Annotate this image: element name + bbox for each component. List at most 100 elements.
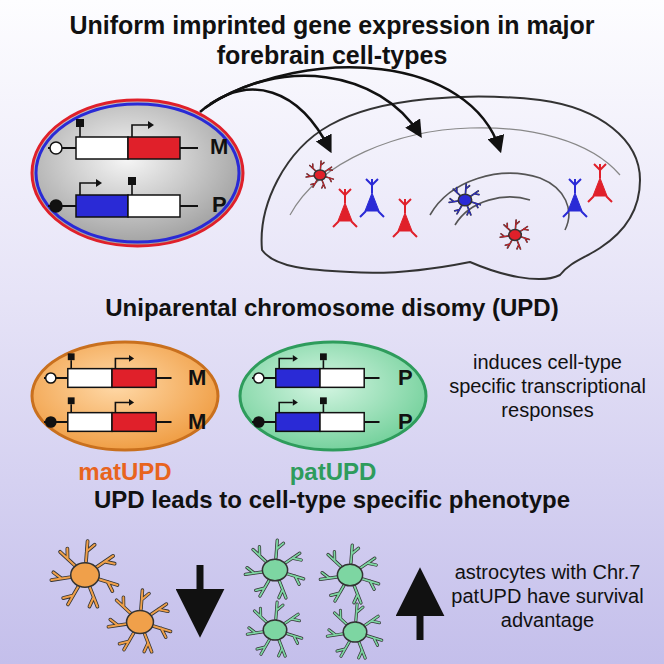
astrocyte-process — [320, 573, 338, 580]
astrocyte-process — [359, 642, 366, 658]
astrocyte-process — [470, 191, 479, 196]
cell-shape — [30, 340, 220, 452]
gene-box — [68, 413, 112, 432]
astrocyte-process — [286, 633, 302, 643]
astrocyte-process — [63, 587, 78, 605]
astrocyte-process — [108, 620, 127, 627]
silencer-mark — [76, 119, 84, 127]
promoter-arrow — [279, 358, 293, 368]
astrocyte-process — [253, 547, 266, 562]
astrocyte-process — [141, 590, 149, 609]
silencer-mark — [68, 353, 75, 360]
astrocyte-process — [500, 234, 509, 237]
gene-box — [68, 369, 112, 388]
astrocyte-process — [517, 241, 521, 249]
section-heading: Uniparental chromosome disomy (UPD) — [20, 294, 644, 322]
neuron — [593, 178, 607, 196]
astrocyte-process — [354, 586, 361, 603]
astrocyte-process — [285, 553, 301, 563]
astrocyte-process — [276, 540, 284, 558]
astrocyte-process — [331, 585, 344, 601]
gene-box — [76, 195, 128, 217]
astrocyte-process — [254, 608, 266, 622]
astrocyte-process — [151, 604, 168, 615]
astrocyte-body — [337, 564, 362, 586]
imprint-mark — [254, 373, 264, 383]
cell-label: matUPD — [78, 458, 171, 486]
astrocyte-process — [151, 604, 168, 615]
gene-box — [320, 413, 364, 432]
promoter-arrow — [115, 402, 129, 412]
silencer-mark — [128, 177, 136, 185]
astrocyte-process — [320, 161, 324, 169]
promoter-arrow — [148, 121, 154, 129]
neuron-dendrite — [588, 164, 612, 202]
astrocyte-process — [96, 556, 114, 567]
astrocyte-process — [517, 241, 521, 249]
astrocyte-process — [331, 585, 344, 601]
astrocyte-process — [117, 597, 131, 613]
neuron-dendrite — [393, 199, 417, 237]
astrocyte-process — [279, 640, 286, 656]
astrocyte-process — [254, 608, 266, 622]
astrocyte-process — [89, 588, 97, 607]
astrocyte-body — [71, 563, 100, 587]
astrocyte-process — [322, 180, 325, 188]
astrocyte-process — [141, 590, 149, 609]
astrocyte-process — [467, 206, 471, 215]
astrocyte-process — [453, 188, 460, 196]
imprint-mark — [50, 142, 62, 154]
allele-letter: M — [188, 365, 206, 391]
astrocyte-process — [521, 237, 530, 242]
astrocyte-process — [51, 572, 71, 580]
astrocyte-process — [325, 167, 333, 172]
gene-box — [76, 137, 128, 159]
astrocyte-process — [364, 616, 379, 625]
astrocyte-process — [337, 642, 349, 657]
astrocyte-process — [322, 180, 325, 188]
astrocyte-process — [60, 549, 75, 566]
astrocyte-process — [465, 184, 469, 194]
astrocyte-process — [351, 545, 359, 563]
patupd-cell: PPpatUPD — [238, 340, 428, 452]
silencer-mark — [70, 360, 72, 369]
astrocyte-body — [458, 194, 471, 206]
astrocyte-body — [343, 622, 367, 642]
astrocyte-process — [152, 626, 170, 637]
astrocyte-process — [257, 640, 269, 655]
astrocyte-process — [286, 574, 303, 585]
astrocyte-process — [279, 581, 286, 598]
astrocyte-process — [520, 227, 528, 232]
astrocyte-process — [356, 604, 363, 621]
astrocyte-process — [334, 610, 346, 624]
astrocyte-process — [279, 640, 286, 656]
cell-oval: MP — [30, 98, 245, 248]
gene-box — [112, 413, 156, 432]
silencer-mark — [320, 353, 327, 360]
astrocyte-process — [284, 614, 299, 623]
section-heading: UPD leads to cell-type specific phenotyp… — [20, 486, 644, 514]
astrocyte-process — [96, 556, 114, 567]
promoter-arrow — [293, 355, 298, 362]
astrocyte-process — [453, 188, 460, 196]
astrocyte-process — [98, 579, 117, 591]
astrocyte-process — [360, 558, 376, 568]
astrocyte-process — [311, 180, 317, 187]
astrocyte-process — [366, 635, 382, 645]
astrocyte-process — [515, 220, 519, 229]
astrocyte-process — [471, 202, 480, 208]
astrocyte-process — [449, 199, 458, 203]
astrocyte-body — [314, 170, 326, 180]
cell-outline — [32, 342, 218, 450]
cell-label: patUPD — [290, 458, 377, 486]
imprint-mark — [46, 373, 56, 383]
astrocyte-body — [263, 620, 287, 640]
astrocyte-process — [351, 545, 359, 563]
cell-shape — [238, 340, 428, 452]
increase-arrow — [417, 577, 424, 640]
astrocyte-process — [276, 602, 283, 619]
astrocyte-process — [119, 633, 133, 650]
promoter-arrow — [115, 358, 129, 368]
silencer-mark — [70, 404, 72, 413]
gene-box — [276, 413, 320, 432]
